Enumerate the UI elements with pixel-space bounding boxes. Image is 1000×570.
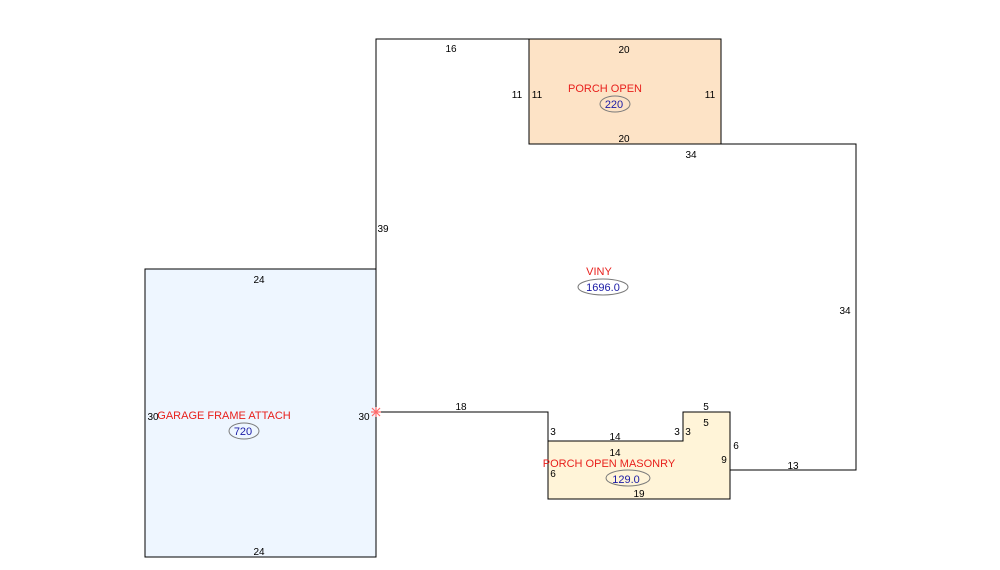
dim-garage-top: 24 (253, 275, 265, 286)
viny-label: VINY (586, 266, 612, 278)
dim-garage-bottom: 24 (253, 547, 265, 558)
dim-viny-right: 34 (839, 306, 851, 317)
dim-mas-top-right-inner: 5 (703, 418, 709, 429)
dim-mas-left-lower: 6 (550, 469, 556, 480)
porch-open-area[interactable] (528, 38, 722, 145)
dim-mas-bottom: 19 (633, 489, 645, 500)
start-point-marker (371, 407, 381, 417)
porch-open-label: PORCH OPEN (568, 83, 642, 95)
dim-viny-right-top: 34 (685, 150, 697, 161)
masonry-label: PORCH OPEN MASONRY (543, 458, 676, 470)
dim-mas-right-inner: 9 (721, 455, 727, 466)
dim-porch-right: 11 (705, 90, 716, 101)
dim-mas-top-right: 5 (703, 402, 709, 413)
dim-viny-left: 39 (377, 224, 389, 235)
dim-porch-bottom: 20 (618, 134, 630, 145)
porch-masonry-area[interactable] (547, 411, 731, 500)
garage-area[interactable] (144, 268, 377, 558)
viny-value-ellipse (577, 278, 629, 296)
masonry-value-ellipse (605, 469, 651, 487)
dim-mas-step-inner: 3 (685, 427, 691, 438)
dim-mas-top-left-inner: 14 (609, 448, 621, 459)
dim-viny-bottom-right: 13 (787, 461, 799, 472)
masonry-value: 129.0 (612, 474, 640, 486)
dim-viny-top: 16 (445, 44, 457, 55)
porch-open-value-ellipse (599, 95, 631, 113)
dim-viny-bottom-left: 18 (455, 402, 467, 413)
porch-open-value: 220 (605, 99, 623, 111)
dim-mas-right-outer: 6 (733, 441, 739, 452)
dim-garage-left: 30 (147, 412, 159, 423)
dim-porch-left: 11 (532, 90, 543, 101)
viny-value: 1696.0 (586, 282, 620, 294)
garage-value: 720 (234, 426, 252, 438)
dim-porch-left-outer: 11 (512, 90, 523, 101)
dim-mas-top-left: 14 (609, 432, 621, 443)
dim-porch-top: 20 (618, 45, 630, 56)
dim-garage-right: 30 (358, 412, 370, 423)
garage-value-ellipse (228, 422, 260, 440)
dim-mas-step-outer: 3 (674, 427, 680, 438)
garage-label: GARAGE FRAME ATTACH (157, 410, 290, 422)
dim-mas-left-upper: 3 (550, 427, 556, 438)
